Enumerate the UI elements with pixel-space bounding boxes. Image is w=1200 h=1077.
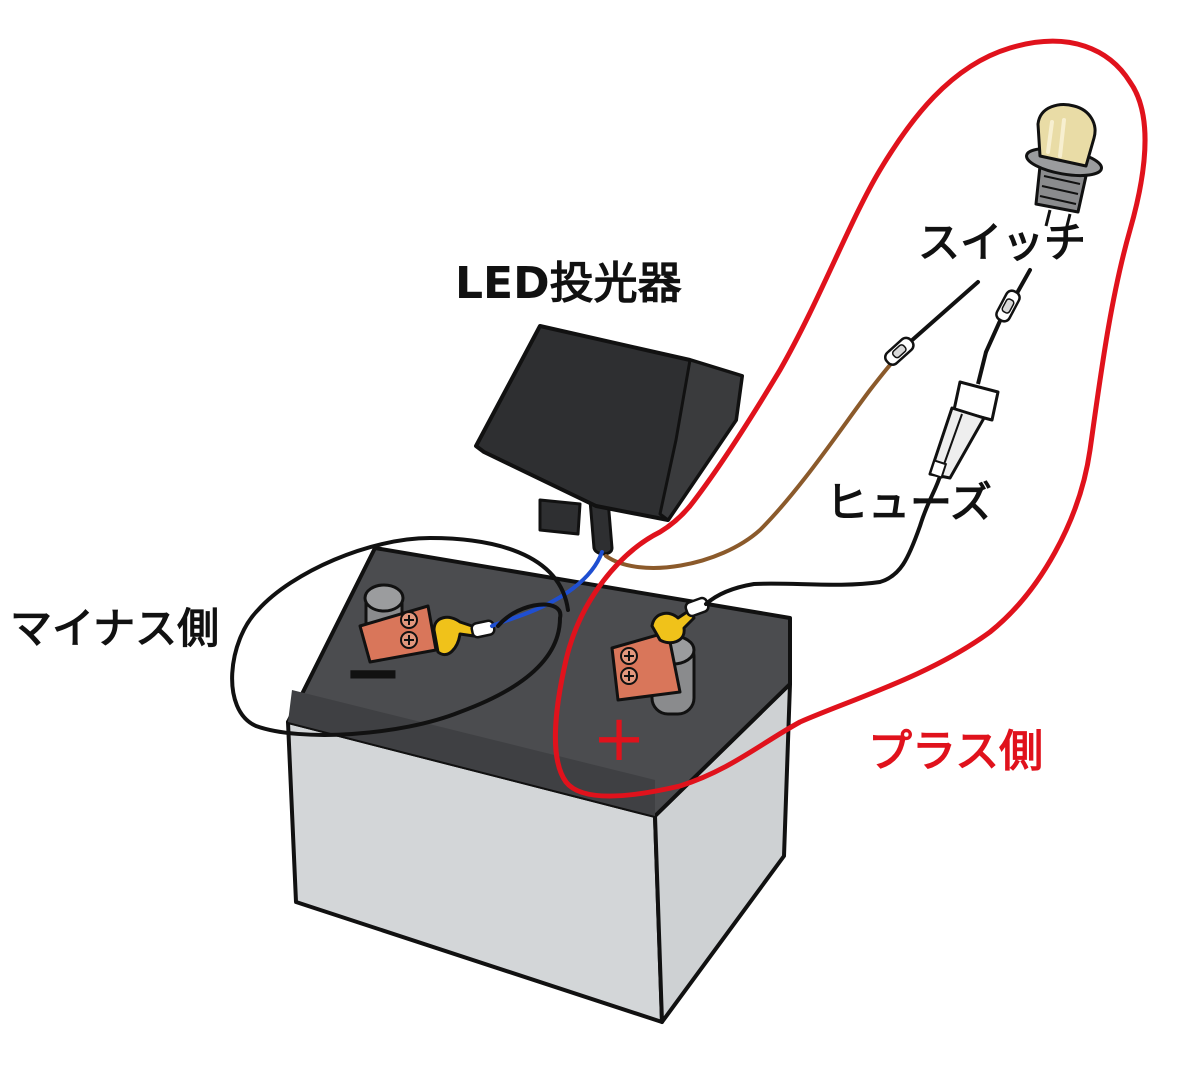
led-bracket [538,498,582,536]
plus-side-label: プラス側 [868,726,1044,777]
fuse-label: ヒューズ [826,478,992,527]
pushbutton-switch-icon [1025,103,1103,231]
switch-lead-left [908,280,980,344]
battery-lid-band [288,690,655,816]
battery-icon: − + [286,546,792,1024]
switch-label: スイッチ [918,218,1087,267]
minus-side-label: マイナス側 [10,604,220,653]
led-projector-label: LED投光器 [455,258,682,309]
led-floodlight-icon [474,324,744,556]
positive-ring-terminal [650,608,696,645]
negative-side-loop [230,535,570,737]
positive-terminal [610,596,710,716]
switch-cap [1036,103,1097,168]
negative-terminal [358,583,496,664]
fuse-body [928,406,986,480]
positive-mark: + [592,702,646,776]
inline-fuse-icon [928,351,1000,480]
fuse-to-battery-wire [704,474,942,606]
right-wire-connector [995,289,1021,323]
left-wire-connector [883,336,915,366]
led-positive-wire [604,354,900,570]
positive-side-loop [553,38,1148,799]
